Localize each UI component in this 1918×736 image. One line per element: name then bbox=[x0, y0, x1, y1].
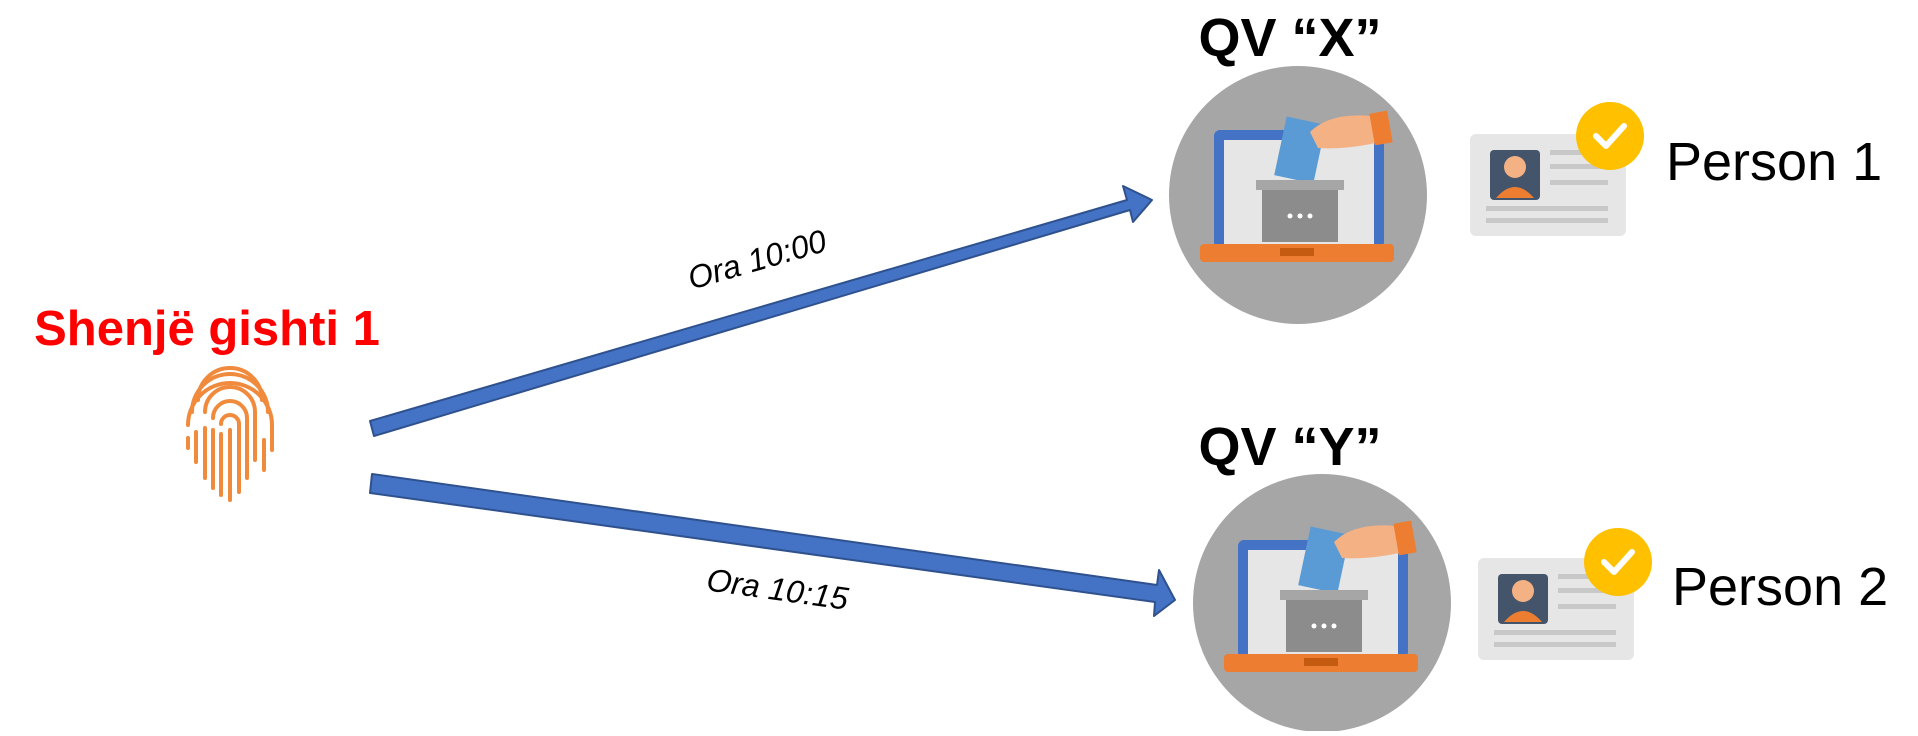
person-label-2: Person 2 bbox=[1672, 557, 1888, 617]
arrow-to-qv-y bbox=[369, 473, 1176, 617]
id-card-check-icon-y bbox=[1478, 528, 1652, 660]
arrow-to-qv-x bbox=[369, 185, 1153, 437]
arrow-label-2: Ora 10:15 bbox=[705, 561, 851, 616]
station-title-x: QV “X” bbox=[1198, 8, 1381, 68]
station-title-y: QV “Y” bbox=[1198, 417, 1381, 477]
voting-laptop-icon-x bbox=[1169, 66, 1427, 324]
person-label-1: Person 1 bbox=[1666, 132, 1882, 192]
arrow-label-1: Ora 10:00 bbox=[684, 222, 831, 296]
voting-laptop-icon-y bbox=[1193, 474, 1451, 732]
id-card-check-icon-x bbox=[1470, 102, 1644, 236]
fingerprint-icon bbox=[186, 366, 274, 502]
source-label: Shenjë gishti 1 bbox=[34, 302, 380, 356]
